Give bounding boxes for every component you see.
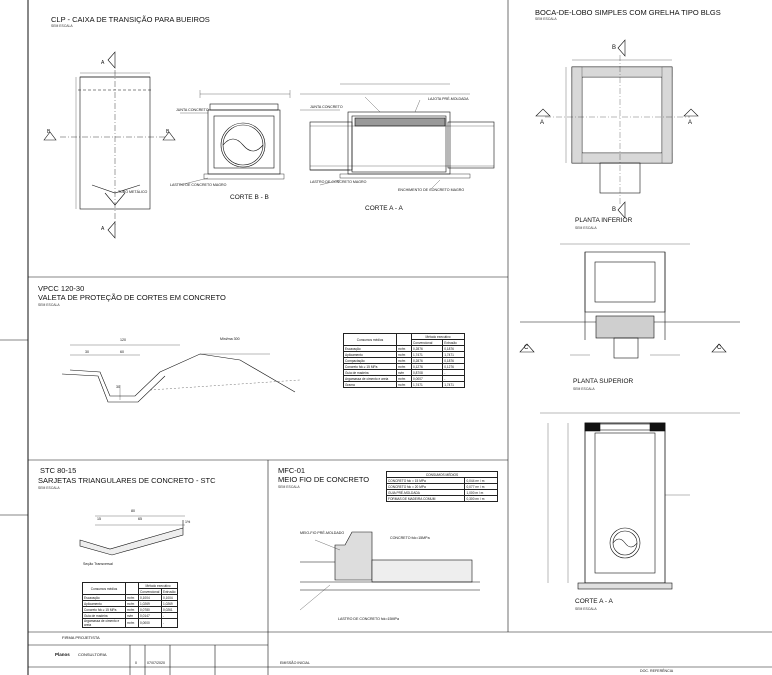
clp-enchimento: ENCHIMENTO DE CONCRETO MAGRO xyxy=(398,188,465,192)
stc-table-header: Consumos médios xyxy=(82,582,126,595)
vpcc-code: VPCC 120-30 xyxy=(38,284,85,293)
titleblock-logo: Planos xyxy=(55,652,70,657)
mfc-code: MFC-01 xyxy=(278,466,306,475)
clp-junta-aa: JUNTA CONCRETO xyxy=(310,105,343,109)
stc-consumo-table: Consumos médios Método executivo Convenc… xyxy=(82,582,179,628)
vpcc-dim-c: 30 xyxy=(116,385,120,389)
bl-corte-aa: CORTE A - A xyxy=(575,598,613,605)
titleblock-rev: 0 xyxy=(135,661,137,665)
bl-planta-inferior: PLANTA INFERIOR xyxy=(575,217,633,224)
mfc-label-concreto: CONCRETO fck=15MPa xyxy=(390,536,430,540)
vpcc-dim-a: 30 xyxy=(85,350,89,354)
bl-sec-a-right: A xyxy=(688,120,693,126)
vpcc-dim-b: 60 xyxy=(120,350,124,354)
stc-dim-a: 15 xyxy=(97,517,101,521)
mfc-title: MEIO FIO DE CONCRETO xyxy=(278,475,370,484)
titleblock-logo-sub: CONSULTORIA xyxy=(78,652,107,657)
titleblock-date: 07/07/2020 xyxy=(147,661,165,665)
bl-sec-b-bottom: B xyxy=(612,207,617,213)
vpcc-title: VALETA DE PROTEÇÃO DE CORTES EM CONCRETO xyxy=(38,293,226,302)
clp-corte-aa: CORTE A - A xyxy=(365,205,403,212)
stc-dim-top: 80 xyxy=(131,509,135,513)
clp-corte-bb: CORTE B - B xyxy=(230,194,269,201)
bl-title: BOCA-DE-LOBO SIMPLES COM GRELHA TIPO BLG… xyxy=(535,8,721,17)
clp-sec-a-bottom: A xyxy=(101,226,105,232)
clp-sec-b-left: B xyxy=(47,129,51,135)
stc-title: SARJETAS TRIANGULARES DE CONCRETO - STC xyxy=(38,476,216,485)
bl-scale: SEM ESCALA xyxy=(535,17,557,21)
bl-planta-superior: PLANTA SUPERIOR xyxy=(573,378,634,385)
titleblock-ref: DOC. REFERÊNCIA xyxy=(640,669,674,673)
vpcc-dim-meio: Mini/ma 300 xyxy=(220,337,240,341)
clp-sec-b-right: B xyxy=(166,129,170,135)
clp-lastro-bb: LASTRO DE CONCRETO MAGRO xyxy=(170,183,227,187)
titleblock-emissao: EMISSÃO INICIAL xyxy=(280,661,310,665)
stc-code: STC 80-15 xyxy=(40,466,77,475)
clp-junta-bb: JUNTA CONCRETO xyxy=(176,108,209,112)
bl-sec-c-left: C xyxy=(524,345,529,351)
clp-lajota: LAJOTA PRÉ-MOLDADA xyxy=(428,97,469,101)
clp-title: CLP - CAIXA DE TRANSIÇÃO PARA BUEIROS xyxy=(51,15,210,24)
clp-sec-a-top: A xyxy=(101,60,105,66)
stc-note: Seção Transversal xyxy=(83,562,113,566)
vpcc-consumo-table: Consumos médios Método executivo Convenc… xyxy=(343,333,465,388)
vpcc-scale: SEM ESCALA xyxy=(38,303,60,307)
vpcc-dim-top: 120 xyxy=(120,338,126,342)
clp-scale: SEM ESCALA xyxy=(51,24,73,28)
mfc-label-meiofio: MEIO-FIO PRÉ-MOLDADO xyxy=(300,531,345,535)
clp-tubo: TUBO METÁLICO xyxy=(118,190,148,194)
bl-scale-2: SEM ESCALA xyxy=(575,226,597,230)
bl-sec-c-right: C xyxy=(717,345,722,351)
mfc-scale: SEM ESCALA xyxy=(278,485,300,489)
bl-sec-b-top: B xyxy=(612,45,617,51)
bl-sec-a-left: A xyxy=(540,120,545,126)
clp-lastro-aa: LASTRO DE CONCRETO MAGRO xyxy=(310,180,367,184)
vpcc-table-header: Consumos médios xyxy=(343,333,397,346)
bl-scale-3: SEM ESCALA xyxy=(573,387,595,391)
mfc-label-lastro: LASTRO DE CONCRETO fck=15MPa xyxy=(338,617,399,621)
stc-dim-b: 65 xyxy=(138,517,142,521)
titleblock-firma: FIRMA PROJETISTA xyxy=(62,635,100,640)
bl-scale-4: SEM ESCALA xyxy=(575,607,597,611)
stc-scale: SEM ESCALA xyxy=(38,486,60,490)
stc-slope: 1% xyxy=(185,520,191,524)
